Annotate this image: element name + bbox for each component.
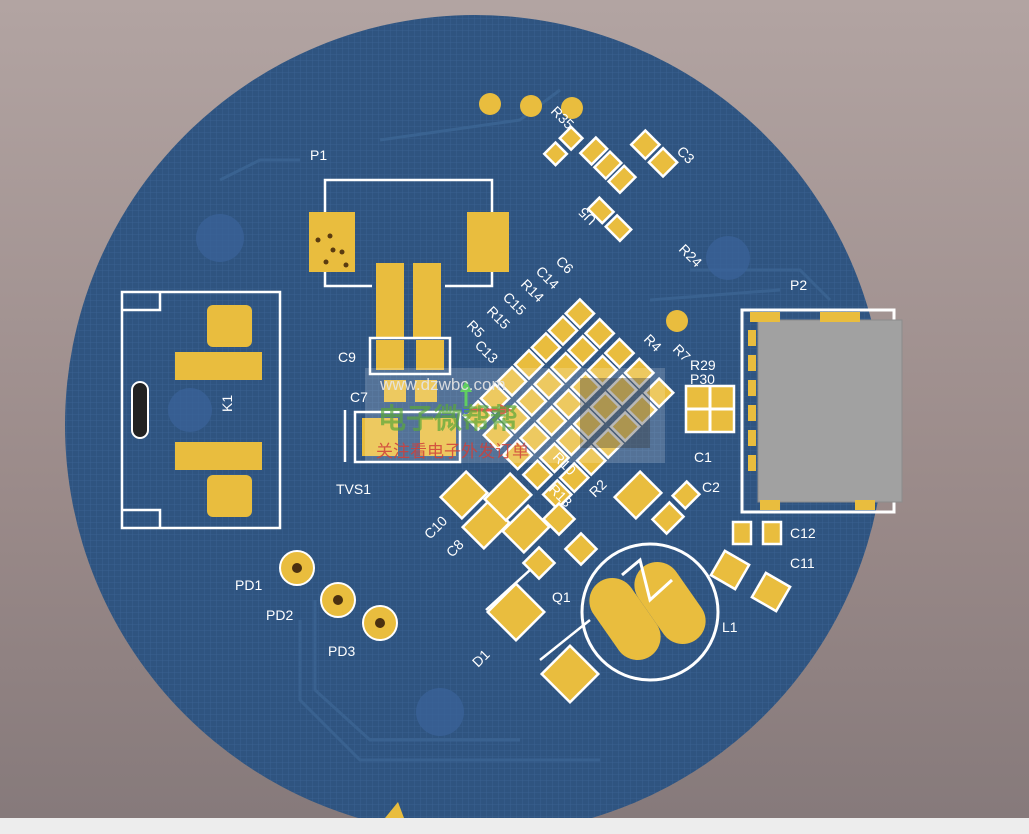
component-pd[interactable]: PD1 PD2 PD3 bbox=[235, 550, 398, 659]
component-k1[interactable]: K1 bbox=[120, 290, 282, 530]
pad bbox=[376, 263, 404, 339]
status-bar bbox=[0, 818, 1029, 834]
origin-axis-icon bbox=[460, 380, 512, 416]
component-l1[interactable]: L1 bbox=[580, 542, 738, 682]
label-p2: P2 bbox=[790, 277, 807, 293]
pad bbox=[384, 380, 406, 402]
label-c9: C9 bbox=[338, 349, 356, 365]
board-marker bbox=[385, 802, 404, 818]
label-l1: L1 bbox=[722, 619, 738, 635]
watermark: www.dzwbc.com 电子微帮帮 关注看电子外发订单 bbox=[365, 368, 665, 463]
label-tvs1: TVS1 bbox=[336, 481, 371, 497]
label-c2: C2 bbox=[702, 479, 720, 495]
component-tvs1[interactable]: TVS1 bbox=[336, 410, 462, 497]
label-r29: R29 bbox=[690, 357, 716, 373]
traces bbox=[219, 88, 832, 762]
svg-text:关注看电子外发订单: 关注看电子外发订单 bbox=[376, 442, 529, 461]
label-pd1: PD1 bbox=[235, 577, 262, 593]
svg-text:电子微帮帮: 电子微帮帮 bbox=[378, 403, 518, 434]
pad bbox=[415, 380, 437, 402]
label-c12: C12 bbox=[790, 525, 816, 541]
label-k1: K1 bbox=[219, 395, 235, 412]
label-pd3: PD3 bbox=[328, 643, 355, 659]
label-c7: C7 bbox=[350, 389, 368, 405]
label-pd2: PD2 bbox=[266, 607, 293, 623]
label-q1: Q1 bbox=[552, 589, 571, 605]
label-p30: P30 bbox=[690, 371, 715, 387]
component-p1[interactable]: P1 bbox=[309, 147, 509, 288]
label-c11: C11 bbox=[790, 555, 815, 571]
label-p1: P1 bbox=[310, 147, 327, 163]
component-lower-left[interactable]: C10 C8 Q1 D1 bbox=[421, 469, 601, 705]
svg-text:www.dzwbc.com: www.dzwbc.com bbox=[379, 375, 506, 394]
component-p2[interactable]: P2 bbox=[740, 277, 903, 514]
pad bbox=[413, 263, 441, 339]
component-c9[interactable]: C9 bbox=[338, 336, 452, 376]
component-array[interactable] bbox=[462, 297, 675, 510]
label-c1: C1 bbox=[694, 449, 712, 465]
mounting-holes bbox=[168, 214, 750, 736]
component-r29[interactable]: R29 P30 bbox=[684, 357, 736, 434]
component-caps-right[interactable]: C1 C2 C12 C11 bbox=[612, 449, 816, 613]
